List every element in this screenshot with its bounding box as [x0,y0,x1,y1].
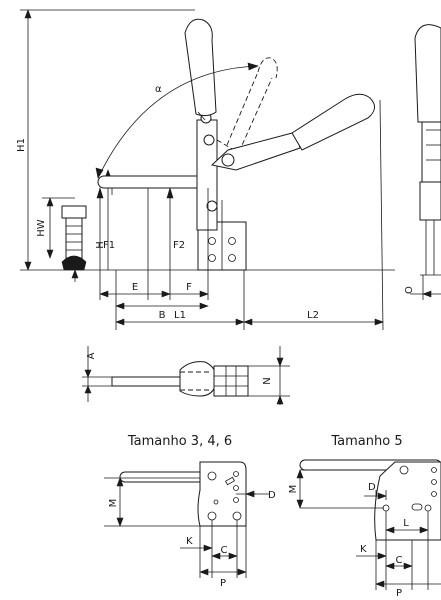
label-b: B [159,310,166,321]
label-l1: L1 [174,310,186,321]
detail-sizes-3-4-6 [104,461,270,578]
label-hw: HW [36,219,47,237]
label-c-left: C [221,545,228,556]
label-f1: F1 [103,240,115,251]
label-m-right: M [288,485,299,494]
label-e: E [132,282,138,293]
label-m-left: M [108,499,119,508]
label-n: N [262,377,273,384]
clamp-bar [97,175,209,189]
label-p-right: P [396,588,402,599]
front-view [410,24,441,300]
side-view [20,9,395,331]
handle-closed [184,18,217,121]
caption-size-5: Tamanho 5 [330,434,402,449]
detail-size-5 [296,459,441,590]
caption-sizes-3-4-6: Tamanho 3, 4, 6 [127,434,232,449]
label-f2: F2 [173,240,185,251]
label-d-right: D [368,482,376,493]
label-h1: H1 [16,138,27,152]
label-d-left: D [268,490,276,501]
handle-open [210,93,375,171]
spindle-assembly [61,205,87,271]
label-o: O [404,286,415,294]
label-alpha: α [155,84,162,95]
label-l-right: L [403,518,409,529]
label-k-right: K [360,544,367,555]
label-h: H [95,241,106,249]
top-view [82,346,290,405]
label-p-left: P [220,578,226,589]
label-f: F [186,282,192,293]
label-l2: L2 [307,310,319,321]
label-c-right: C [396,555,403,566]
label-k-left: K [186,536,193,547]
label-a: A [86,352,97,359]
